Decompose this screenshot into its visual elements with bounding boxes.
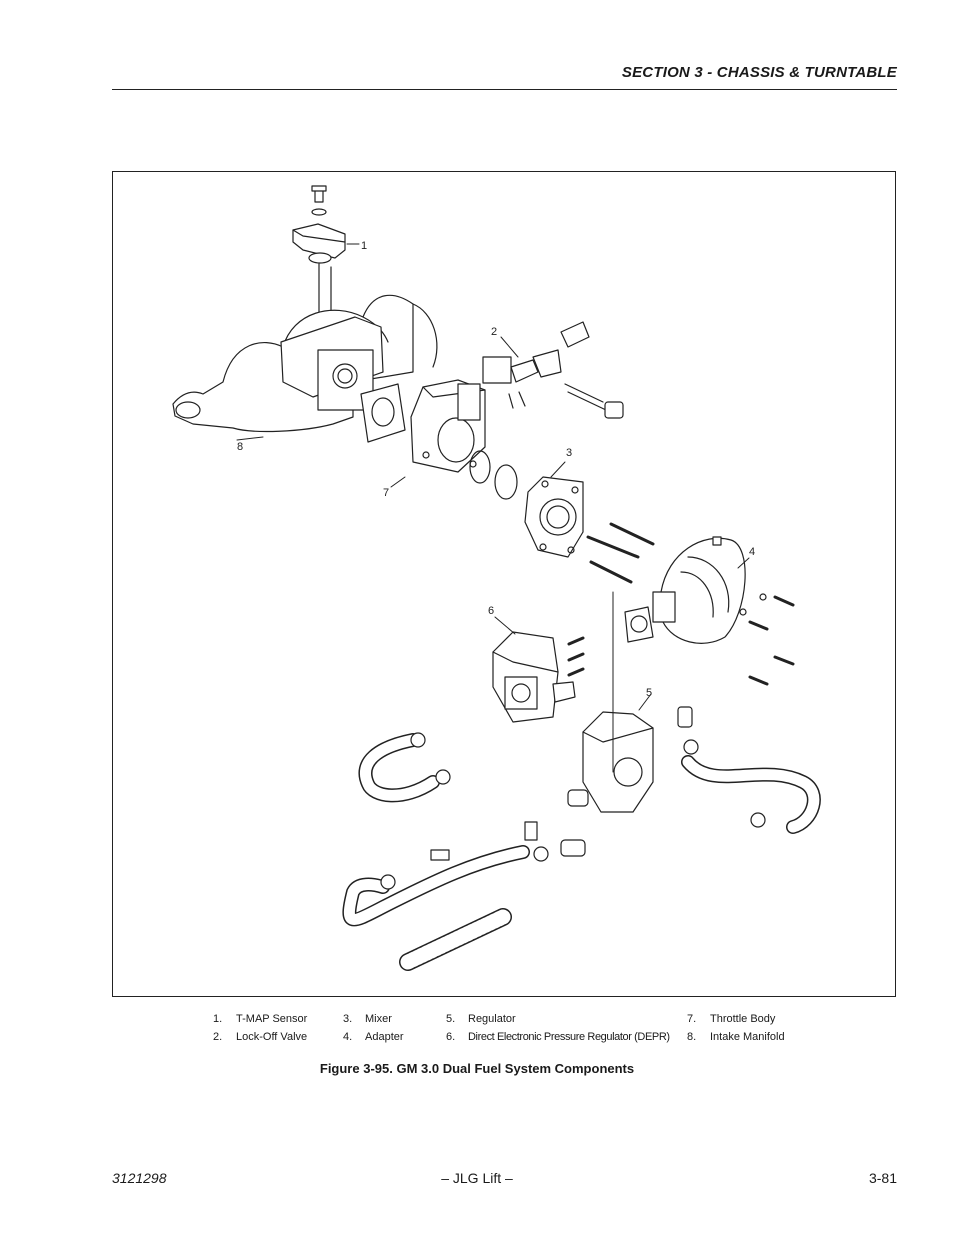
depr-drawing [492,631,585,723]
legend-label: Intake Manifold [710,1031,785,1043]
mixer-drawing [524,476,584,558]
fittings-drawing [380,706,766,890]
legend-label: Mixer [365,1013,392,1025]
leader-lines [236,243,750,711]
publisher: – JLG Lift – [441,1170,513,1186]
callout-5: 5 [646,687,652,699]
callout-1: 1 [361,240,367,252]
legend-number: 5. [446,1013,456,1025]
fuel-system-exploded-diagram: 1 2 3 4 5 6 7 8 [172,185,821,971]
callout-3: 3 [566,447,572,459]
legend-number: 8. [687,1031,697,1043]
page-number: 3-81 [868,1170,897,1186]
legend-label: Lock-Off Valve [236,1031,308,1043]
figure-frame: 1 2 3 4 5 6 7 8 [112,171,896,997]
hoses-drawing [342,733,821,971]
legend-label: T-MAP Sensor [236,1013,308,1025]
legend-label: Throttle Body [710,1013,776,1025]
callout-4: 4 [749,546,755,558]
document-number: 3121298 [112,1170,167,1186]
long-bolts-drawing [586,522,655,584]
small-bolts-drawing [748,595,795,686]
callouts: 1 2 3 4 5 6 7 8 [237,240,755,699]
legend-number: 7. [687,1013,697,1025]
legend-number: 4. [343,1031,353,1043]
figure-caption: Figure 3-95. GM 3.0 Dual Fuel System Com… [319,1061,635,1076]
legend-label: Regulator [468,1013,516,1025]
lock-off-valve-drawing [482,321,624,419]
intake-manifold-drawing [172,294,438,433]
throttle-body-drawing [410,379,486,473]
adapter-drawing [652,536,767,644]
header-rule [112,89,897,90]
callout-2: 2 [491,326,497,338]
legend-number: 2. [213,1031,223,1043]
legend-number: 6. [446,1031,456,1043]
legend-number: 1. [213,1013,223,1025]
callout-6: 6 [488,605,494,617]
o-ring-drawing-2 [494,464,518,500]
legend-number: 3. [343,1013,353,1025]
callout-7: 7 [383,487,389,499]
legend-label: Adapter [365,1031,404,1043]
regulator-drawing [567,591,654,813]
square-gasket-drawing [624,606,654,643]
section-title: SECTION 3 - CHASSIS & TURNTABLE [621,64,897,81]
gasket-drawing [360,383,406,443]
legend-label: Direct Electronic Pressure Regulator (DE… [468,1031,670,1043]
o-ring-drawing [469,450,491,484]
callout-8: 8 [237,441,243,453]
